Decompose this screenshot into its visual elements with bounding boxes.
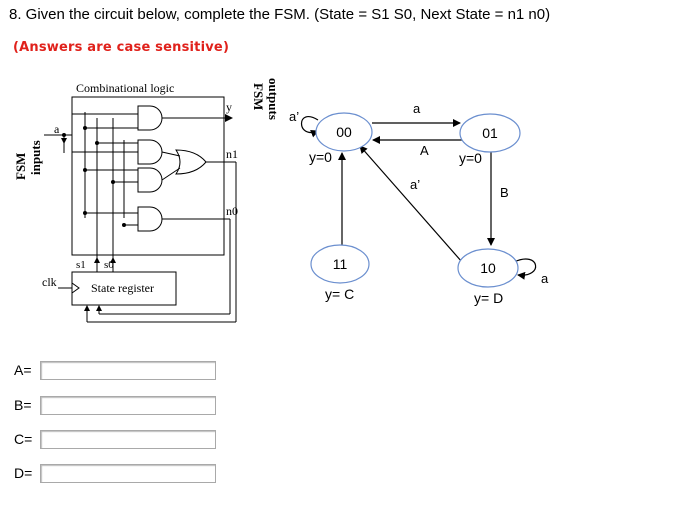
answer-input-a[interactable]	[40, 360, 216, 380]
answer-input-d[interactable]	[40, 463, 216, 483]
label-self-00: a’	[289, 109, 299, 124]
answer-row-b: B=	[14, 395, 216, 415]
fsm-diagram	[300, 116, 537, 280]
n1-label: n1	[226, 147, 238, 161]
label-00-01: a	[413, 101, 421, 116]
fsm-outputs-label-2: outputs	[266, 78, 281, 120]
output-y-label: y	[226, 100, 232, 114]
circuit	[44, 96, 237, 323]
input-a-label: a	[54, 122, 60, 136]
answer-input-b[interactable]	[40, 395, 216, 415]
combinational-logic-box	[71, 96, 225, 256]
clk-label: clk	[42, 275, 57, 289]
answer-label-c: C=	[14, 431, 33, 447]
question-text: 8. Given the circuit below, complete the…	[9, 6, 551, 23]
state-10-node	[457, 248, 519, 288]
and-gate-1	[137, 105, 163, 131]
answer-row-a: A=	[14, 360, 216, 380]
self-loop-10	[513, 258, 537, 280]
answer-label-d: D=	[14, 465, 33, 481]
state-01-output: y=0	[459, 150, 482, 166]
state-01-node	[459, 113, 521, 153]
state-00-name: 00	[336, 124, 352, 140]
state-00-node	[315, 112, 373, 152]
label-self-10: a	[541, 271, 549, 286]
transition-10-00	[359, 145, 463, 263]
s1-label: s1	[76, 259, 86, 271]
state-register-label: State register	[91, 281, 154, 295]
fsm-inputs-label-2: inputs	[28, 140, 43, 175]
state-11-node	[310, 244, 370, 284]
case-sensitive-note: (Answers are case sensitive)	[13, 40, 230, 55]
n0-label: n0	[226, 204, 238, 218]
state-11-output: y= C	[325, 286, 354, 302]
state-00-output: y=0	[309, 149, 332, 165]
state-01-name: 01	[482, 125, 498, 141]
label-01-00: A	[420, 143, 429, 158]
label-10-00: a’	[410, 177, 420, 192]
state-10-name: 10	[480, 260, 496, 276]
state-10-output: y= D	[474, 290, 503, 306]
and-gate-3	[137, 167, 163, 193]
answer-input-c[interactable]	[40, 429, 216, 449]
label-01-10: B	[500, 185, 509, 200]
comb-logic-label: Combinational logic	[76, 81, 174, 95]
answer-row-d: D=	[14, 463, 216, 483]
or-gate	[175, 149, 207, 175]
self-loop-00	[300, 116, 319, 138]
and-gate-4	[137, 206, 163, 232]
fsm-outputs-label-1: FSM	[251, 83, 266, 110]
and-gate-2	[137, 139, 163, 165]
fsm-inputs-label-1: FSM	[13, 153, 28, 180]
s0-label: s0	[104, 259, 114, 271]
answer-label-b: B=	[14, 397, 32, 413]
state-11-name: 11	[333, 256, 348, 272]
answer-row-c: C=	[14, 429, 216, 449]
answer-label-a: A=	[14, 362, 32, 378]
